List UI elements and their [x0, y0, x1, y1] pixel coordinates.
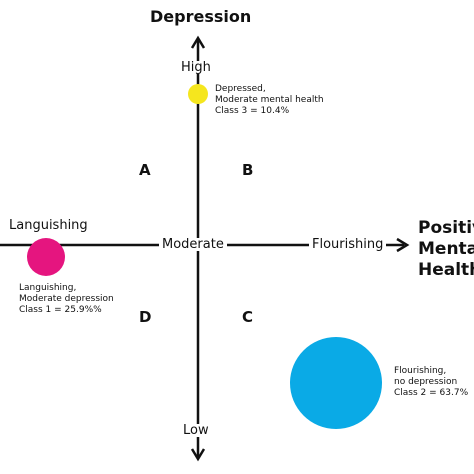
- class3-line-1: Depressed,: [215, 84, 266, 94]
- class1-line-1: Languishing,: [19, 283, 77, 293]
- vertical-axis-arrow-top: [190, 35, 206, 49]
- class3-circle: [188, 84, 208, 104]
- class1-circle: [27, 238, 65, 276]
- class2-line-3: Class 2 = 63.7%: [394, 388, 469, 398]
- vertical-axis-arrow-bottom: [190, 448, 206, 462]
- horizontal-axis-title: Positive Mental Health: [418, 218, 474, 281]
- horizontal-axis-title-line-1: Positive: [418, 218, 474, 238]
- vertical-axis-high-label: High: [178, 61, 214, 74]
- horizontal-axis-flourishing-label: Flourishing: [309, 238, 387, 251]
- horizontal-axis-title-line-3: Health: [418, 260, 474, 280]
- horizontal-axis-title-line-2: Mental: [418, 239, 474, 259]
- class2-line-2: no depression: [394, 377, 458, 387]
- center-moderate-label: Moderate: [159, 238, 227, 251]
- class2-annotation: Flourishing, no depression Class 2 = 63.…: [394, 366, 468, 399]
- class3-annotation: Depressed, Moderate mental health Class …: [215, 84, 324, 117]
- vertical-axis-title: Depression: [150, 7, 252, 26]
- quadrant-a-label: A: [139, 161, 151, 179]
- horizontal-axis-languishing-label: Languishing: [6, 219, 91, 232]
- class2-circle: [290, 337, 382, 429]
- class3-line-3: Class 3 = 10.4%: [215, 106, 290, 116]
- quadrant-b-label: B: [242, 161, 254, 179]
- quadrant-d-label: D: [139, 308, 152, 326]
- vertical-axis-low-label: Low: [180, 424, 212, 437]
- class1-line-2: Moderate depression: [19, 294, 114, 304]
- class2-line-1: Flourishing,: [394, 366, 447, 376]
- class3-line-2: Moderate mental health: [215, 95, 324, 105]
- class1-line-3: Class 1 = 25.9%%: [19, 305, 102, 315]
- quadrant-c-label: C: [242, 308, 254, 326]
- class1-annotation: Languishing, Moderate depression Class 1…: [19, 283, 114, 316]
- horizontal-axis-arrow-right: [396, 237, 410, 253]
